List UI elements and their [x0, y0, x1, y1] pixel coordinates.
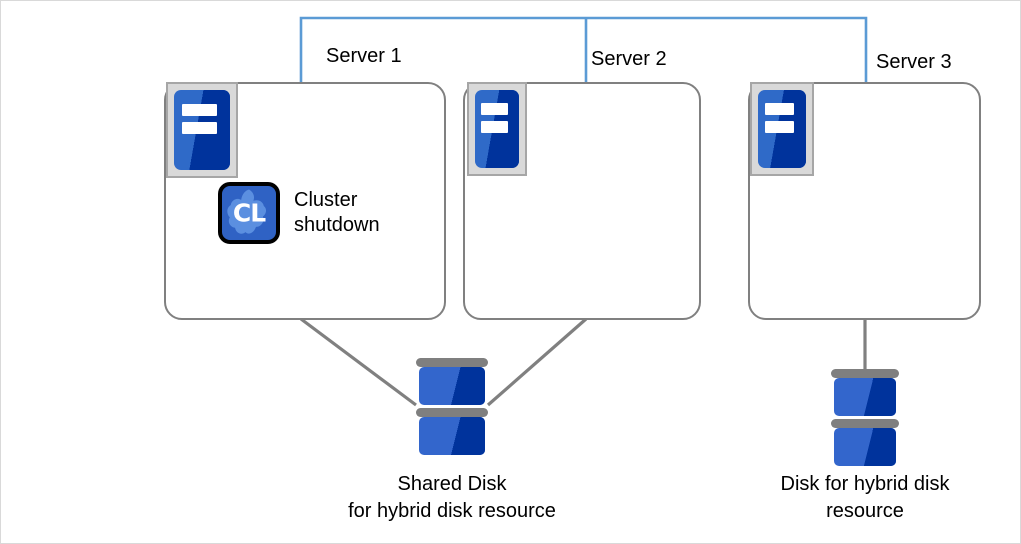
hybrid-disk-caption: Disk for hybrid disk resource: [780, 473, 950, 522]
server-icon: [166, 82, 238, 178]
server-label-3: Server 3: [876, 51, 952, 73]
server-label-1: Server 1: [326, 45, 402, 67]
server-icon: [467, 82, 527, 176]
shared-disk-icon[interactable]: [416, 358, 488, 459]
shared-disk-caption: Shared Disk for hybrid disk resource: [348, 473, 556, 522]
server-label-2: Server 2: [591, 48, 667, 70]
cluster-bracket-icon: [299, 16, 868, 83]
cl-icon: CL: [218, 182, 280, 244]
cluster-shutdown-label: Cluster shutdown: [294, 189, 380, 236]
server-icon: [750, 82, 814, 176]
cluster-shutdown-item[interactable]: CL Cluster shutdown: [218, 182, 380, 244]
connector-shared-disk: [300, 317, 588, 407]
hybrid-disk-icon[interactable]: [831, 369, 899, 470]
cl-icon-text: CL: [232, 198, 266, 228]
cluster-splash-shape: [227, 189, 267, 234]
